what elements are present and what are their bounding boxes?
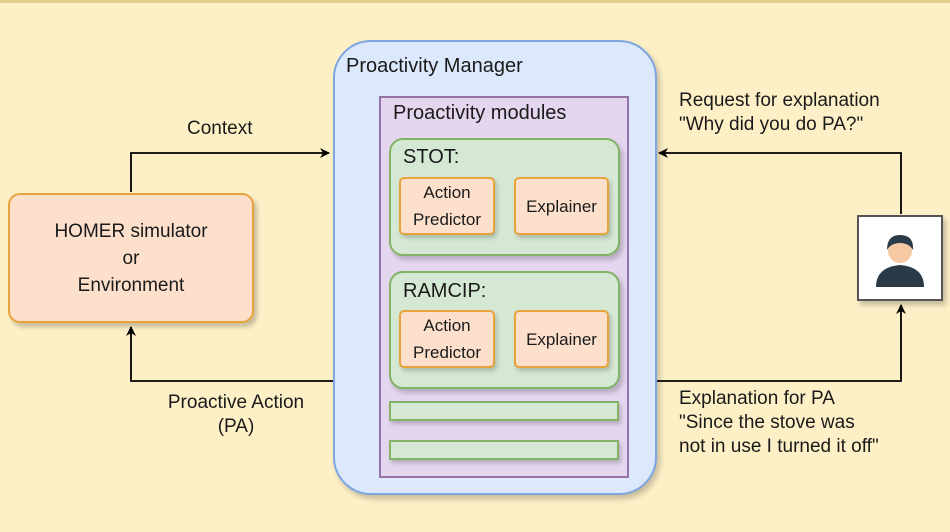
user-icon <box>876 235 924 287</box>
ramcip-action-predictor: Action Predictor <box>399 310 495 368</box>
ramcip-explainer: Explainer <box>514 310 609 368</box>
module-placeholder-1 <box>389 401 619 421</box>
ramcip-explainer-label: Explainer <box>526 329 597 349</box>
stot-explainer: Explainer <box>514 177 609 235</box>
module-stot-title: STOT: <box>403 146 460 168</box>
top-border <box>0 0 950 3</box>
explanation-line-2: "Since the stove was <box>679 412 855 433</box>
user-node <box>857 215 943 301</box>
stot-predictor-line-1: Action <box>423 183 471 202</box>
environment-line-3: Environment <box>77 274 185 296</box>
request-line-2: "Why did you do PA?" <box>679 114 864 135</box>
context-label: Context <box>187 118 253 139</box>
ramcip-predictor-line-2: Predictor <box>412 343 482 362</box>
proactive-action-label: Proactive Action (PA) <box>150 391 322 439</box>
stot-predictor-line-2: Predictor <box>412 210 482 229</box>
explanation-line-3: not in use I turned it off" <box>679 436 879 457</box>
explanation-label: Explanation for PA "Since the stove was … <box>679 387 879 459</box>
request-label: Request for explanation "Why did you do … <box>679 89 880 137</box>
request-line-1: Request for explanation <box>679 90 880 111</box>
request-arrow <box>658 148 902 214</box>
modules-title: Proactivity modules <box>393 102 567 124</box>
ramcip-predictor-line-1: Action <box>423 316 471 335</box>
manager-title: Proactivity Manager <box>346 55 523 77</box>
proactive-action-line-2: (PA) <box>217 416 255 437</box>
proactive-action-line-1: Proactive Action <box>167 392 305 413</box>
environment-node: HOMER simulator or Environment <box>8 193 254 323</box>
environment-line-1: HOMER simulator <box>54 220 208 242</box>
explanation-line-1: Explanation for PA <box>679 388 835 409</box>
proactive-action-arrow <box>126 326 333 382</box>
stot-explainer-label: Explainer <box>526 196 597 216</box>
stot-action-predictor: Action Predictor <box>399 177 495 235</box>
module-placeholder-2 <box>389 440 619 460</box>
context-arrow <box>130 148 330 192</box>
module-ramcip-title: RAMCIP: <box>403 280 487 302</box>
explanation-arrow <box>657 304 906 382</box>
environment-line-2: or <box>122 247 140 269</box>
